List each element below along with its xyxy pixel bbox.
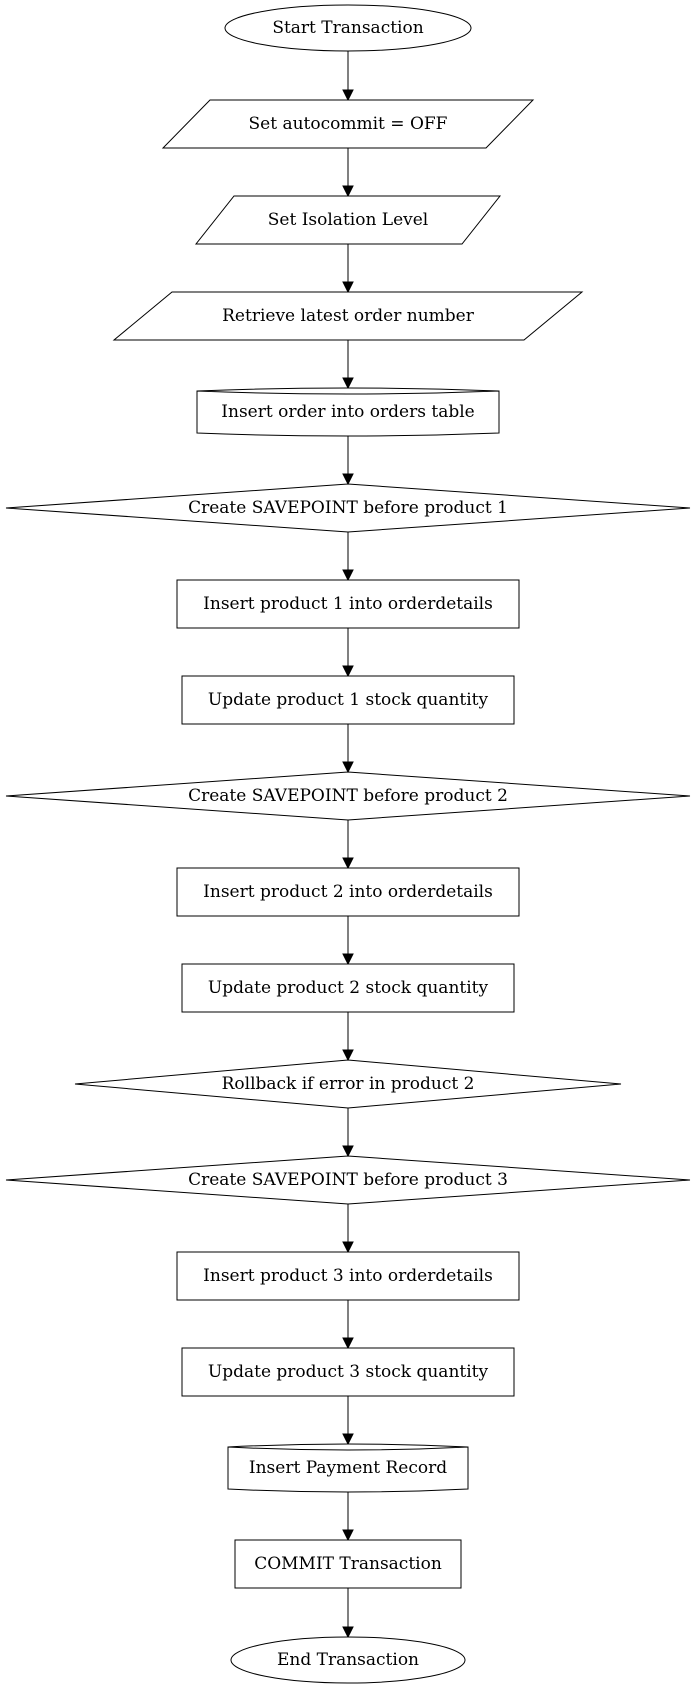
node-label: Create SAVEPOINT before product 3 [188,1170,508,1190]
node-label: Update product 2 stock quantity [208,978,489,998]
node-shape-cylinder [196,387,500,437]
edge-update-p2-to-rollback-p2 [342,1012,354,1062]
node-insert-p3: Insert product 3 into orderdetails [176,1251,520,1301]
node-update-p1: Update product 1 stock quantity [181,675,515,725]
node-shape-diamond [5,771,691,821]
node-label: Set autocommit = OFF [249,114,448,134]
node-update-p3: Update product 3 stock quantity [181,1347,515,1397]
edge-savepoint1-to-insert-p1 [342,532,354,582]
edge-commit-to-end [342,1588,354,1639]
node-label: Insert product 2 into orderdetails [203,882,493,902]
node-insert-p1: Insert product 1 into orderdetails [176,579,520,629]
node-label: Retrieve latest order number [222,306,475,326]
arrowhead-icon [342,185,354,198]
node-shape-ellipse [224,4,472,52]
edge-autocommit-to-isolation [342,148,354,198]
edge-retrieve-to-insert-order [342,340,354,390]
arrowhead-icon [342,89,354,102]
arrowhead-icon [342,953,354,966]
node-insert-payment: Insert Payment Record [227,1443,469,1493]
node-label: Start Transaction [272,18,423,38]
node-label: COMMIT Transaction [254,1554,442,1574]
node-shape-rectangle [176,579,520,629]
node-label: Rollback if error in product 2 [222,1074,475,1094]
edge-savepoint2-to-insert-p2 [342,820,354,870]
node-shape-diamond [5,483,691,533]
node-shape-rectangle [176,1251,520,1301]
node-label: Insert Payment Record [249,1458,447,1478]
edge-update-p1-to-savepoint2 [342,724,354,774]
node-shape-diamond [5,1155,691,1205]
edge-insert-payment-to-commit [342,1492,354,1542]
arrowhead-icon [342,377,354,390]
node-shape-parallelogram [194,195,502,245]
node-savepoint1: Create SAVEPOINT before product 1 [5,483,691,533]
arrowhead-icon [342,569,354,582]
arrowhead-icon [342,1529,354,1542]
node-shape-diamond [74,1059,622,1109]
node-isolation: Set Isolation Level [194,195,502,245]
node-shape-rectangle [176,867,520,917]
node-shape-rectangle [234,1539,462,1589]
node-shape-cylinder [227,1443,469,1493]
node-rollback-p2: Rollback if error in product 2 [74,1059,622,1109]
node-shape-parallelogram [112,291,584,341]
node-label: End Transaction [277,1650,419,1670]
node-label: Insert product 3 into orderdetails [203,1266,493,1286]
node-insert-p2: Insert product 2 into orderdetails [176,867,520,917]
node-label: Update product 1 stock quantity [208,690,489,710]
node-autocommit: Set autocommit = OFF [161,99,535,149]
edge-update-p3-to-insert-payment [342,1396,354,1446]
node-shape-parallelogram [161,99,535,149]
edge-insert-p1-to-update-p1 [342,628,354,678]
arrowhead-icon [342,857,354,870]
node-end: End Transaction [230,1636,466,1684]
edge-start-to-autocommit [342,51,354,102]
node-label: Update product 3 stock quantity [208,1362,489,1382]
arrowhead-icon [342,761,354,774]
edges-layer [342,51,354,1639]
arrowhead-icon [342,1145,354,1158]
arrowhead-icon [342,1433,354,1446]
edge-rollback-p2-to-savepoint3 [342,1108,354,1158]
arrowhead-icon [342,1337,354,1350]
edge-isolation-to-retrieve [342,244,354,294]
node-shape-rectangle [181,675,515,725]
node-label: Set Isolation Level [268,210,429,230]
arrowhead-icon [342,1626,354,1639]
arrowhead-icon [342,473,354,486]
arrowhead-icon [342,1241,354,1254]
arrowhead-icon [342,1049,354,1062]
arrowhead-icon [342,665,354,678]
edge-insert-p2-to-update-p2 [342,916,354,966]
node-label: Insert product 1 into orderdetails [203,594,493,614]
node-savepoint3: Create SAVEPOINT before product 3 [5,1155,691,1205]
node-retrieve: Retrieve latest order number [112,291,584,341]
node-shape-ellipse [230,1636,466,1684]
node-label: Insert order into orders table [221,402,474,422]
edge-savepoint3-to-insert-p3 [342,1204,354,1254]
node-label: Create SAVEPOINT before product 2 [188,786,508,806]
edge-insert-order-to-savepoint1 [342,436,354,486]
node-insert-order: Insert order into orders table [196,387,500,437]
node-start: Start Transaction [224,4,472,52]
node-savepoint2: Create SAVEPOINT before product 2 [5,771,691,821]
node-shape-rectangle [181,963,515,1013]
edge-insert-p3-to-update-p3 [342,1300,354,1350]
node-shape-rectangle [181,1347,515,1397]
arrowhead-icon [342,281,354,294]
node-commit: COMMIT Transaction [234,1539,462,1589]
node-update-p2: Update product 2 stock quantity [181,963,515,1013]
node-label: Create SAVEPOINT before product 1 [188,498,508,518]
